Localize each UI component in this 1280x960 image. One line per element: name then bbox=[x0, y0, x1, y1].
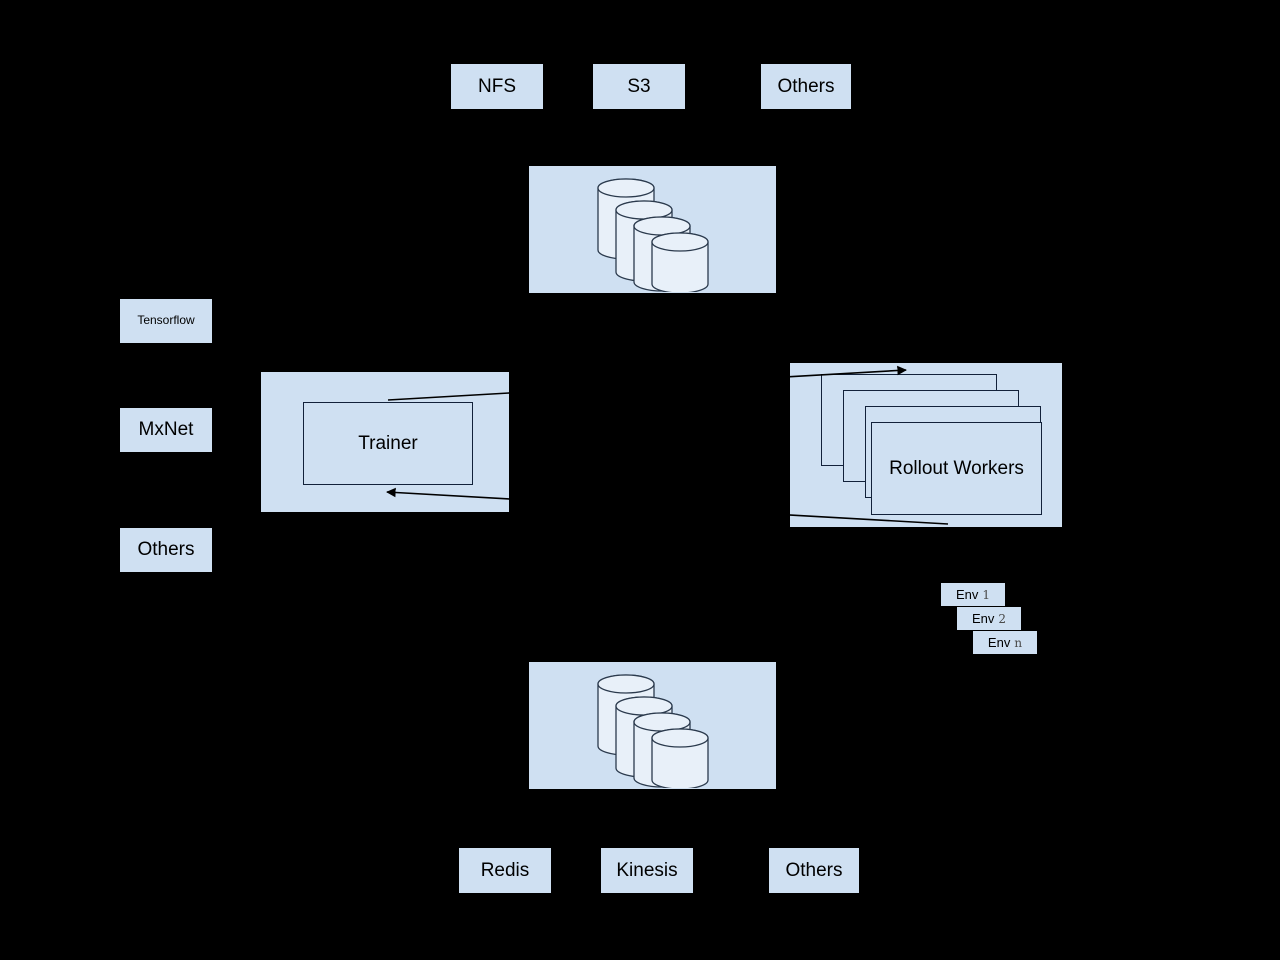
env-box-2-index: 2 bbox=[998, 611, 1007, 626]
storage-node-s3[interactable]: S3 bbox=[593, 64, 685, 109]
rollout-worker-card-4[interactable]: Rollout Workers bbox=[871, 422, 1042, 515]
queue-node-redis[interactable]: Redis bbox=[459, 848, 551, 893]
framework-node-others-label: Others bbox=[137, 539, 195, 561]
connector-rollout-to-trainer bbox=[386, 487, 949, 525]
framework-node-mxnet[interactable]: MxNet bbox=[120, 408, 212, 452]
storage-node-others[interactable]: Others bbox=[761, 64, 851, 109]
framework-node-tensorflow[interactable]: Tensorflow bbox=[120, 299, 212, 343]
storage-node-s3-label: S3 bbox=[627, 75, 651, 97]
queue-node-kinesis-label: Kinesis bbox=[616, 859, 678, 881]
env-box-1-index: 1 bbox=[982, 587, 991, 602]
framework-node-tensorflow-label: Tensorflow bbox=[137, 313, 195, 328]
framework-node-mxnet-label: MxNet bbox=[138, 419, 194, 441]
queue-node-others-label: Others bbox=[785, 859, 843, 881]
trainer-box[interactable]: Trainer bbox=[303, 402, 473, 485]
rollout-workers-panel[interactable]: Rollout Workers bbox=[790, 363, 1062, 527]
storage-node-nfs-label: NFS bbox=[478, 75, 516, 97]
env-box-1-name: Env bbox=[955, 587, 979, 602]
queue-node-redis-label: Redis bbox=[480, 859, 530, 881]
queue-node-others[interactable]: Others bbox=[769, 848, 859, 893]
env-box-n-name: Env bbox=[987, 635, 1011, 650]
storage-node-nfs[interactable]: NFS bbox=[451, 64, 543, 109]
env-box-n-index: n bbox=[1014, 635, 1023, 650]
queue-node-kinesis[interactable]: Kinesis bbox=[601, 848, 693, 893]
connector-trainer-to-rollout bbox=[387, 365, 907, 401]
storage-node-others-label: Others bbox=[777, 75, 835, 97]
framework-node-others[interactable]: Others bbox=[120, 528, 212, 572]
trainer-label: Trainer bbox=[358, 432, 418, 454]
rollout-workers-label: Rollout Workers bbox=[889, 457, 1024, 479]
env-box-2-name: Env bbox=[971, 611, 995, 626]
